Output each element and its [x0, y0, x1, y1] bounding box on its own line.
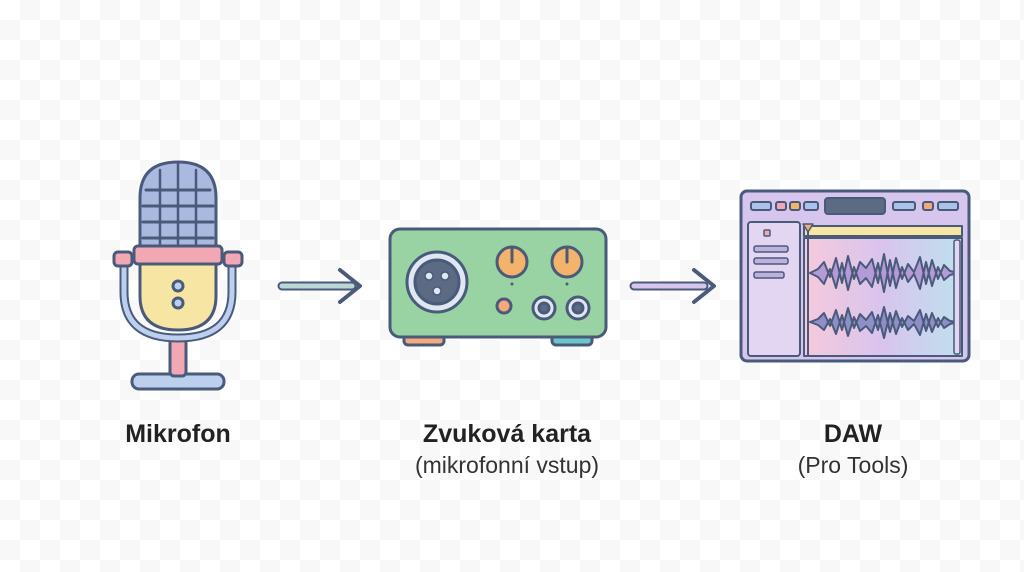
node-label-audio-interface: Zvuková karta (mikrofonní vstup) — [415, 418, 599, 480]
node-title: Mikrofon — [125, 420, 231, 448]
node-subtitle: (mikrofonní vstup) — [414, 452, 600, 478]
daw-window-icon — [739, 189, 971, 363]
arrow-right-icon — [629, 268, 716, 304]
node-title: Zvuková karta — [422, 420, 592, 448]
node-label-microphone: Mikrofon — [125, 418, 231, 450]
node-subtitle: (Pro Tools) — [797, 452, 909, 478]
microphone-icon — [112, 160, 244, 391]
node-label-daw: DAW (Pro Tools) — [798, 418, 909, 480]
arrow-right-icon — [277, 268, 362, 304]
audio-interface-icon — [388, 227, 608, 347]
node-title: DAW — [823, 420, 883, 448]
